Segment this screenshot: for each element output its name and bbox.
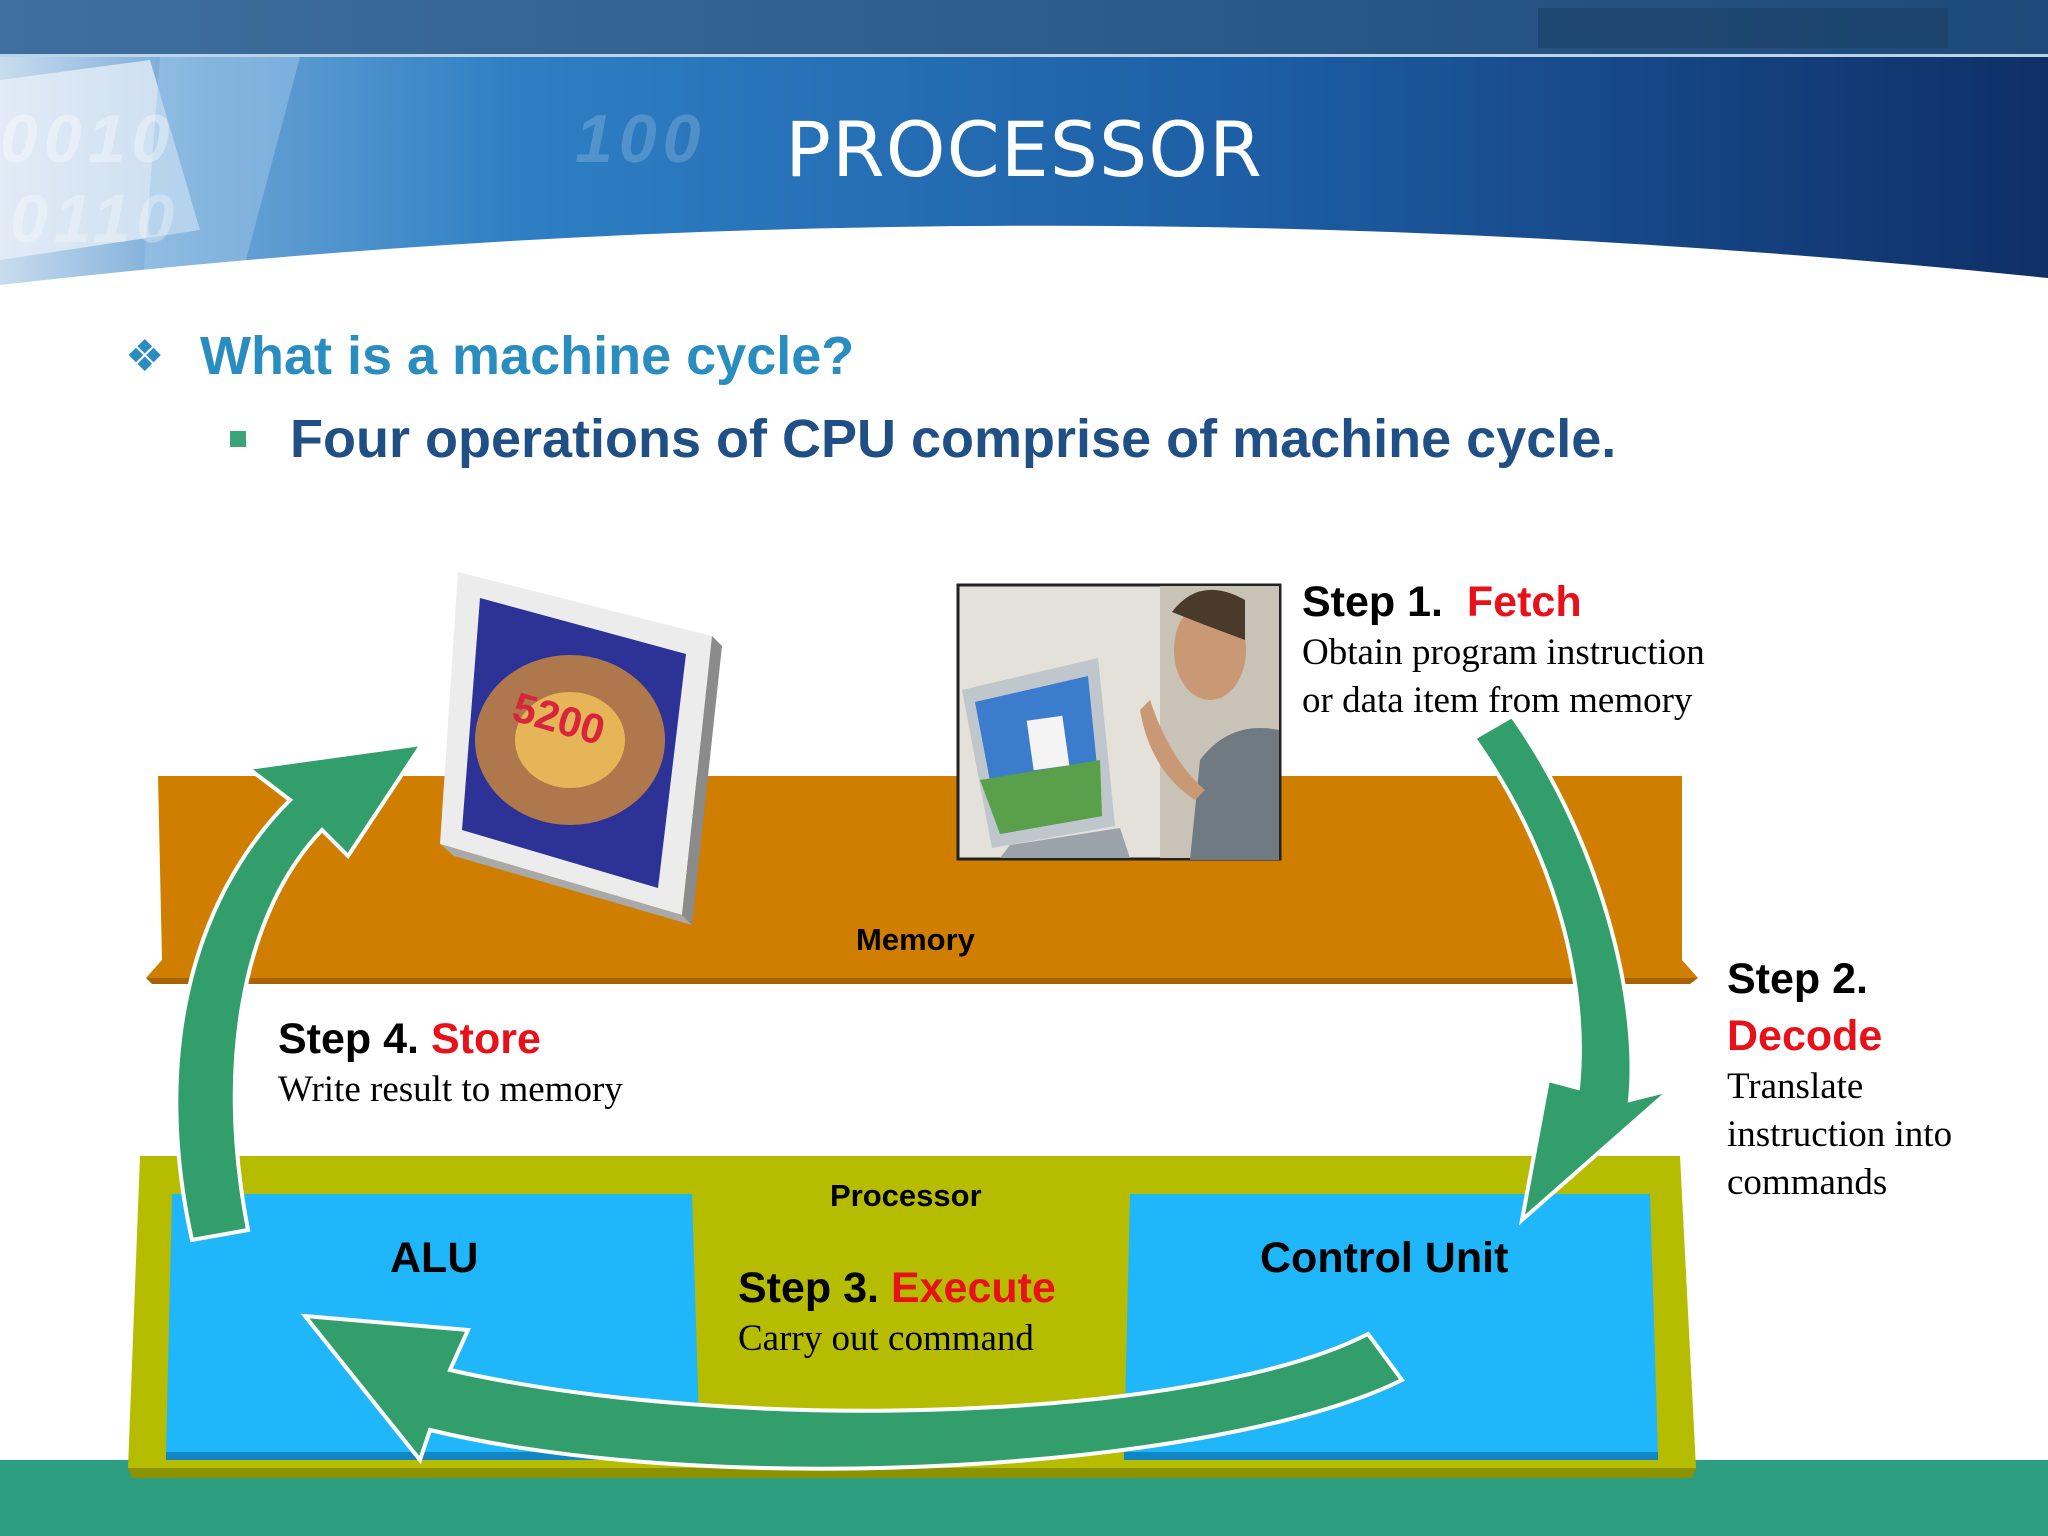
step3-prefix: Step 3. [738, 1264, 879, 1312]
execute-arrow [300, 1313, 1406, 1471]
step2-desc-line3: commands [1727, 1162, 1888, 1203]
step4-desc: Write result to memory [278, 1069, 623, 1110]
step2-desc-line2: instruction into [1727, 1114, 1953, 1155]
step1-title: Step 1. Fetch [1302, 578, 1705, 627]
bullet-main: ❖ What is a machine cycle? [125, 325, 854, 387]
step2-name: Decode [1727, 1012, 1883, 1060]
alu-block [166, 1194, 700, 1452]
bullet-sub-text: Four operations of CPU comprise of machi… [290, 409, 1617, 469]
step1-desc-line1: Obtain program instruction [1302, 632, 1705, 673]
banner-binary-2: 100 [575, 101, 707, 177]
step3-block: Step 3. Execute Carry out command [738, 1264, 1056, 1363]
step4-title: Step 4. Store [278, 1015, 623, 1064]
slide-title: PROCESSOR [785, 105, 1263, 194]
monitor-image [440, 572, 722, 925]
step4-name: Store [430, 1015, 541, 1063]
banner-binary-1: 0010 [0, 101, 176, 177]
person-at-computer-photo [956, 583, 1282, 861]
step2-prefix: Step 2. [1727, 955, 1868, 1003]
processor-label: Processor [830, 1178, 982, 1213]
square-bullet-icon [230, 431, 246, 447]
step1-desc-line2: or data item from memory [1302, 680, 1693, 721]
bullet-main-text: What is a machine cycle? [200, 326, 855, 386]
step3-desc: Carry out command [738, 1318, 1034, 1359]
diamond-bullet-icon: ❖ [125, 330, 165, 382]
banner-binary-3: 0110 [10, 181, 181, 257]
memory-label: Memory [856, 922, 975, 957]
store-arrow [174, 741, 427, 1243]
step4-block: Step 4. Store Write result to memory [278, 1015, 623, 1114]
control-unit-label: Control Unit [1260, 1234, 1509, 1282]
step2-block: Step 2. Decode Translate instruction int… [1727, 955, 1952, 1207]
step3-name: Execute [890, 1264, 1056, 1312]
step1-name: Fetch [1466, 578, 1582, 626]
alu-label: ALU [390, 1234, 479, 1282]
step2-desc-line1: Translate [1727, 1066, 1864, 1107]
bullet-sub: Four operations of CPU comprise of machi… [230, 408, 1616, 470]
step1-prefix: Step 1. [1302, 578, 1443, 626]
fetch-decode-arrow [1471, 713, 1672, 1226]
step1-block: Step 1. Fetch Obtain program instruction… [1302, 578, 1705, 725]
step4-prefix: Step 4. [278, 1015, 419, 1063]
step3-title: Step 3. Execute [738, 1264, 1056, 1313]
header-banner [0, 0, 2048, 320]
